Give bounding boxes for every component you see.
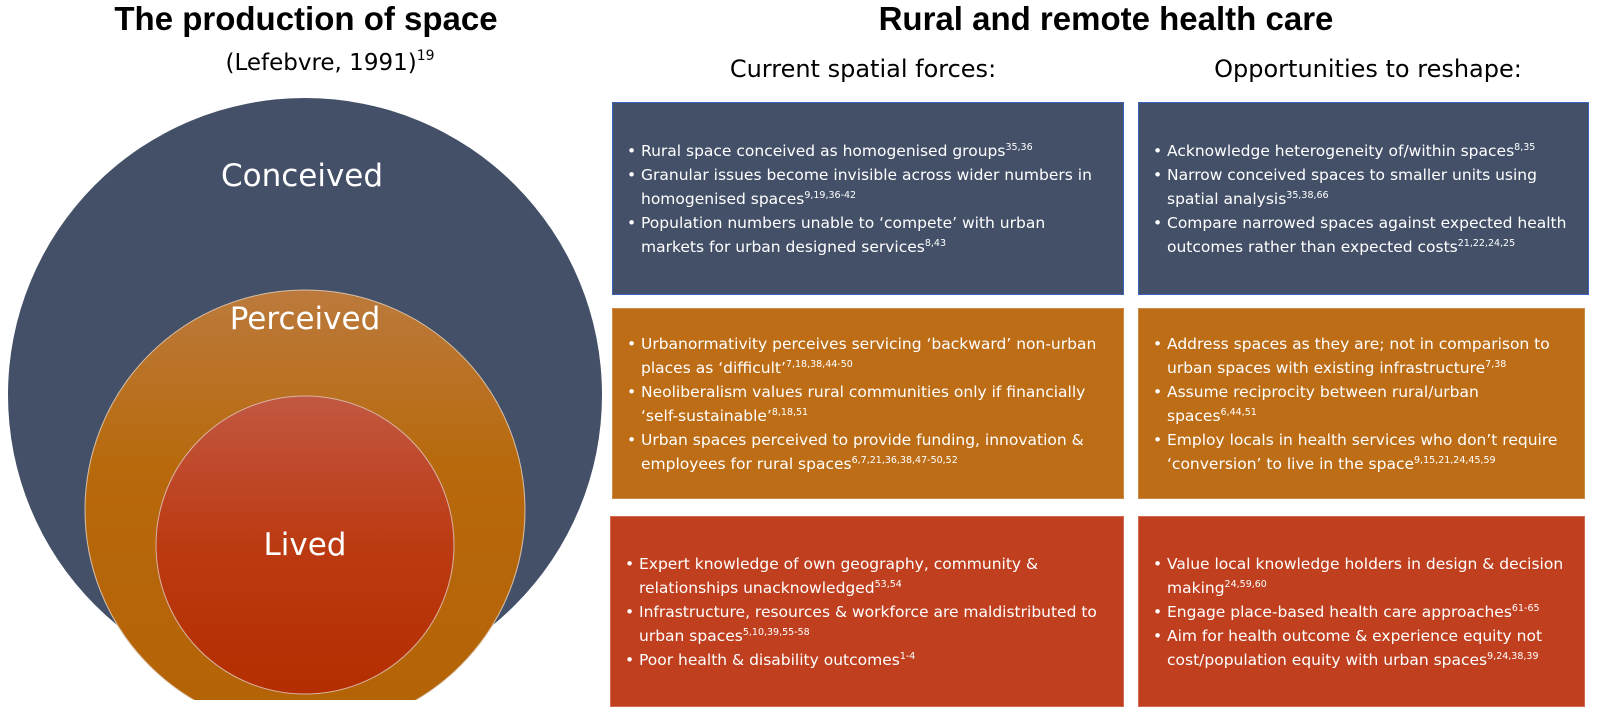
column-header-opportunities: Opportunities to reshape: [1214,55,1522,83]
column-header-current-forces: Current spatial forces: [729,55,997,83]
right-title: Rural and remote health care [878,0,1334,37]
list-item: Address spaces as they are; not in compa… [1153,332,1570,380]
lived-current-forces-box: Expert knowledge of own geography, commu… [610,516,1124,707]
list-item: Urban spaces perceived to provide fundin… [627,428,1109,476]
lived-label: Lived [264,527,347,563]
list-item: Expert knowledge of own geography, commu… [625,552,1109,600]
bullet-list: Value local knowledge holders in design … [1153,552,1570,672]
list-item: Assume reciprocity between rural/urban s… [1153,380,1570,428]
citation-text: (Lefebvre, 1991) [225,50,417,76]
bullet-list: Acknowledge heterogeneity of/within spac… [1153,139,1574,259]
perceived-label: Perceived [230,301,381,337]
lived-circle [155,395,455,695]
list-item: Neoliberalism values rural communities o… [627,380,1109,428]
list-item: Acknowledge heterogeneity of/within spac… [1153,139,1574,163]
bullet-list: Address spaces as they are; not in compa… [1153,332,1570,476]
list-item: Granular issues become invisible across … [627,163,1109,211]
perceived-opportunities-box: Address spaces as they are; not in compa… [1138,308,1585,499]
list-item: Urbanormativity perceives servicing ‘bac… [627,332,1109,380]
list-item: Narrow conceived spaces to smaller units… [1153,163,1574,211]
bullet-list: Expert knowledge of own geography, commu… [625,552,1109,672]
citation-ref: 19 [416,48,435,64]
bullet-list: Rural space conceived as homogenised gro… [627,139,1109,259]
list-item: Poor health & disability outcomes1-4 [625,648,1109,672]
list-item: Value local knowledge holders in design … [1153,552,1570,600]
list-item: Aim for health outcome & experience equi… [1153,624,1570,672]
bullet-list: Urbanormativity perceives servicing ‘bac… [627,332,1109,476]
conceived-current-forces-box: Rural space conceived as homogenised gro… [612,102,1124,295]
left-title: The production of space [114,0,498,37]
list-item: Engage place-based health care approache… [1153,600,1570,624]
list-item: Infrastructure, resources & workforce ar… [625,600,1109,648]
list-item: Employ locals in health services who don… [1153,428,1570,476]
list-item: Rural space conceived as homogenised gro… [627,139,1109,163]
conceived-opportunities-box: Acknowledge heterogeneity of/within spac… [1138,102,1589,295]
production-of-space-circles: Conceived Perceived Lived [8,98,602,700]
conceived-label: Conceived [221,158,383,194]
list-item: Population numbers unable to ‘compete’ w… [627,211,1109,259]
perceived-current-forces-box: Urbanormativity perceives servicing ‘bac… [612,308,1124,499]
lived-opportunities-box: Value local knowledge holders in design … [1138,516,1585,707]
citation: (Lefebvre, 1991)19 [0,48,660,78]
list-item: Compare narrowed spaces against expected… [1153,211,1574,259]
